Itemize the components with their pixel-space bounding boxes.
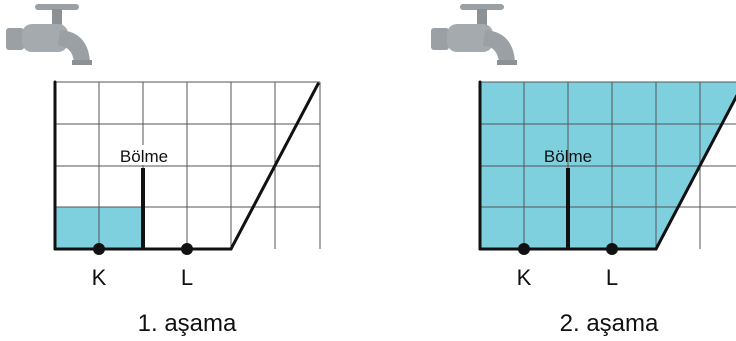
partition-label-bg <box>106 145 182 165</box>
point-l <box>181 243 193 255</box>
stage-caption: 1. aşama <box>138 310 237 337</box>
panel-stage-1: Bölme K L 1. aşama <box>6 4 321 337</box>
point-k-label: K <box>517 265 532 290</box>
stage-caption: 2. aşama <box>560 310 659 337</box>
point-k <box>518 243 530 255</box>
panel-stage-2: Bölme K L 2. aşama <box>431 4 736 337</box>
point-l <box>606 243 618 255</box>
point-k <box>93 243 105 255</box>
point-k-label: K <box>92 265 107 290</box>
faucet-icon <box>6 4 92 65</box>
point-l-label: L <box>606 265 618 290</box>
faucet-icon <box>431 4 517 65</box>
partition-label: Bölme <box>120 147 168 166</box>
partition-label: Bölme <box>544 147 592 166</box>
point-l-label: L <box>181 265 193 290</box>
